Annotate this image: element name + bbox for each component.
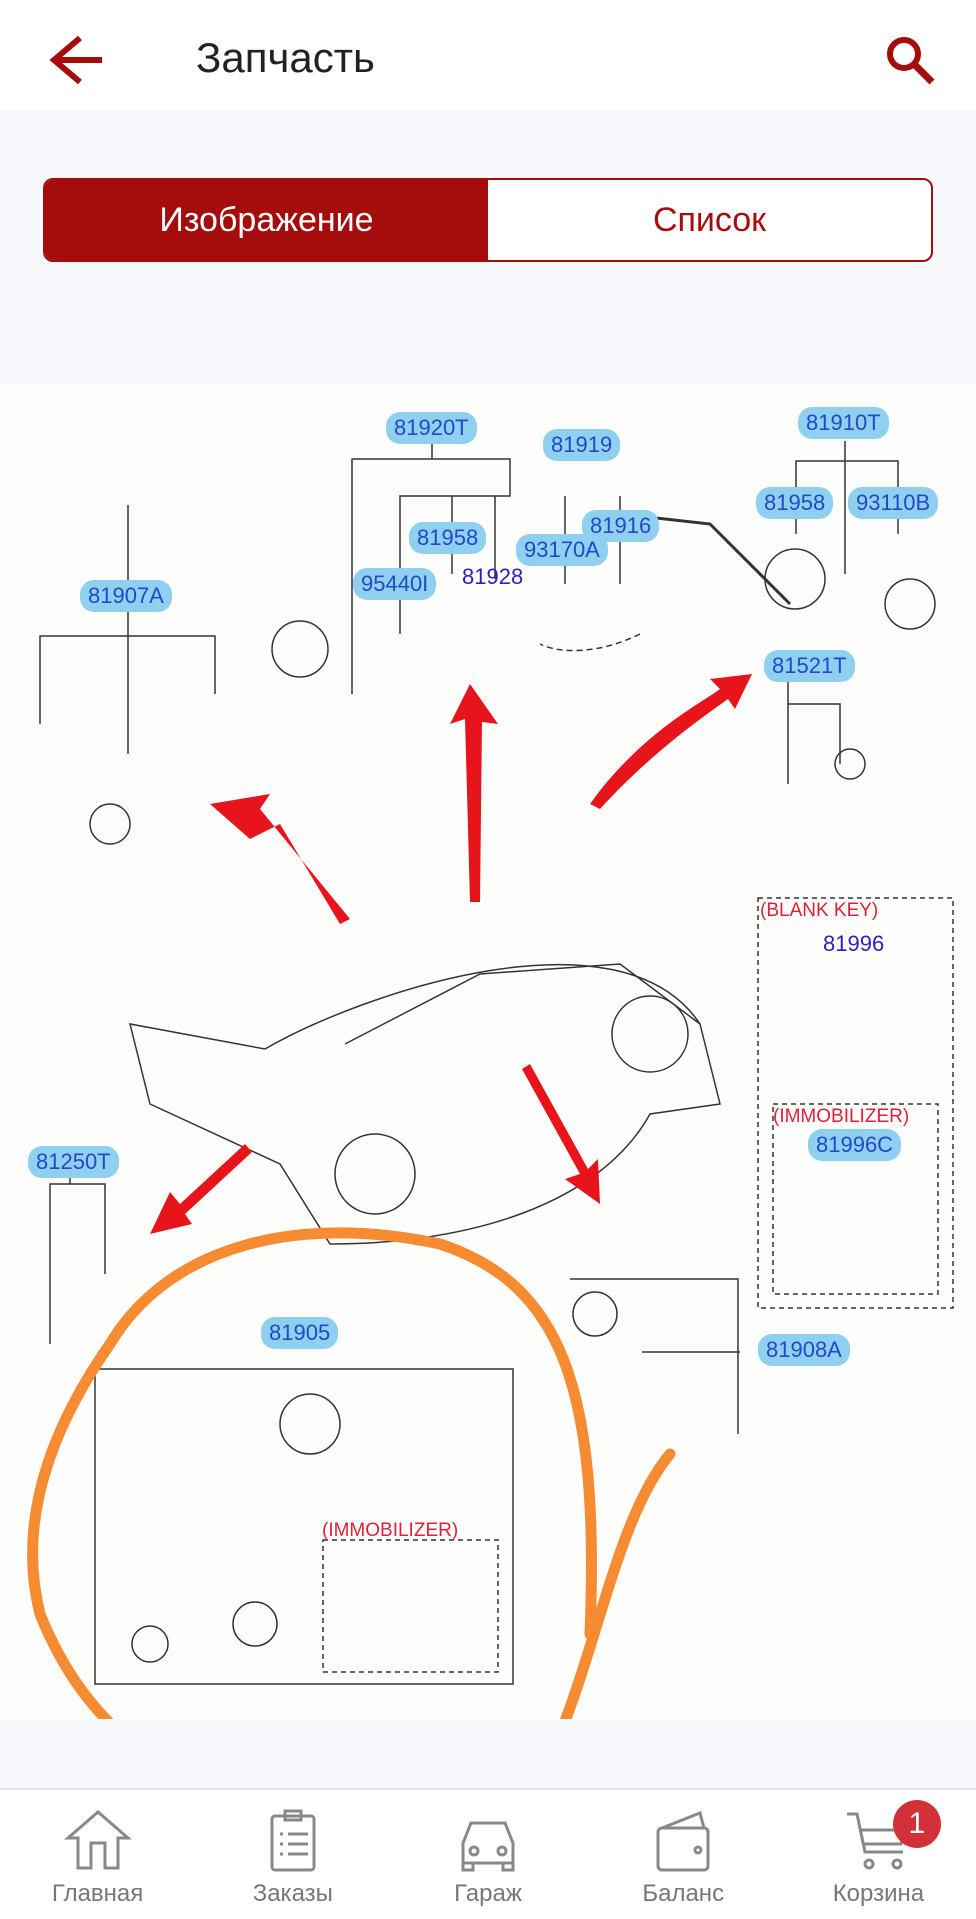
callout-81958-b[interactable]: 81958 [756, 487, 834, 519]
nav-balance[interactable]: Баланс [586, 1790, 781, 1919]
car-icon [461, 1821, 515, 1872]
callout-95440I[interactable]: 95440I [353, 568, 437, 600]
home-icon [63, 1810, 132, 1870]
callout-81996C[interactable]: 81996C [808, 1129, 902, 1161]
arrow-left-icon[interactable] [40, 28, 104, 88]
nav-garage-label: Гараж [454, 1880, 522, 1907]
bottom-nav: Главная Заказы Гараж Баланс Корзина 1 [0, 1788, 976, 1919]
label-81928[interactable]: 81928 [462, 564, 524, 589]
app-header: Запчасть [0, 0, 976, 110]
callout-81521T[interactable]: 81521T [764, 650, 855, 682]
note-immobilizer: (IMMOBILIZER) [773, 1106, 910, 1127]
callout-93110B[interactable]: 93110B [848, 487, 939, 519]
callout-81920T[interactable]: 81920T [386, 412, 477, 444]
callout-81958[interactable]: 81958 [409, 522, 487, 554]
callout-81916[interactable]: 81916 [582, 510, 660, 542]
nav-balance-label: Баланс [642, 1880, 725, 1907]
clipboard-icon [270, 1809, 316, 1872]
parts-diagram: 81920T 81919 81910T 81958 81916 81958 93… [0, 384, 976, 1719]
callout-81905[interactable]: 81905 [261, 1317, 339, 1349]
note-immobilizer-2: (IMMOBILIZER) [322, 1520, 459, 1541]
nav-garage[interactable]: Гараж [390, 1790, 585, 1919]
callout-81908A[interactable]: 81908A [758, 1334, 850, 1366]
nav-cart-label: Корзина [832, 1880, 925, 1907]
view-toggle: Изображение Список [43, 178, 933, 262]
cart-badge: 1 [892, 1800, 941, 1848]
nav-home-label: Главная [51, 1880, 144, 1907]
tab-image[interactable]: Изображение [45, 180, 488, 260]
red-arrows [150, 674, 752, 1234]
label-81996[interactable]: 81996 [823, 931, 885, 956]
nav-orders[interactable]: Заказы [195, 1790, 390, 1919]
callout-81907A[interactable]: 81907A [80, 580, 172, 612]
callout-93170A[interactable]: 93170A [516, 534, 608, 566]
tab-list[interactable]: Список [652, 200, 767, 239]
nav-orders-label: Заказы [252, 1880, 333, 1907]
page-title: Запчасть [196, 34, 375, 81]
callout-81910T[interactable]: 81910T [798, 407, 889, 439]
search-icon[interactable] [880, 30, 940, 90]
wallet-icon [656, 1810, 710, 1872]
nav-cart[interactable]: Корзина 1 [781, 1790, 976, 1919]
hand-drawn-circle-annotation [27, 1227, 676, 1719]
callout-81919[interactable]: 81919 [543, 429, 621, 461]
nav-home[interactable]: Главная [0, 1790, 195, 1919]
note-blank-key: (BLANK KEY) [760, 900, 879, 921]
callout-81250T[interactable]: 81250T [28, 1146, 119, 1178]
